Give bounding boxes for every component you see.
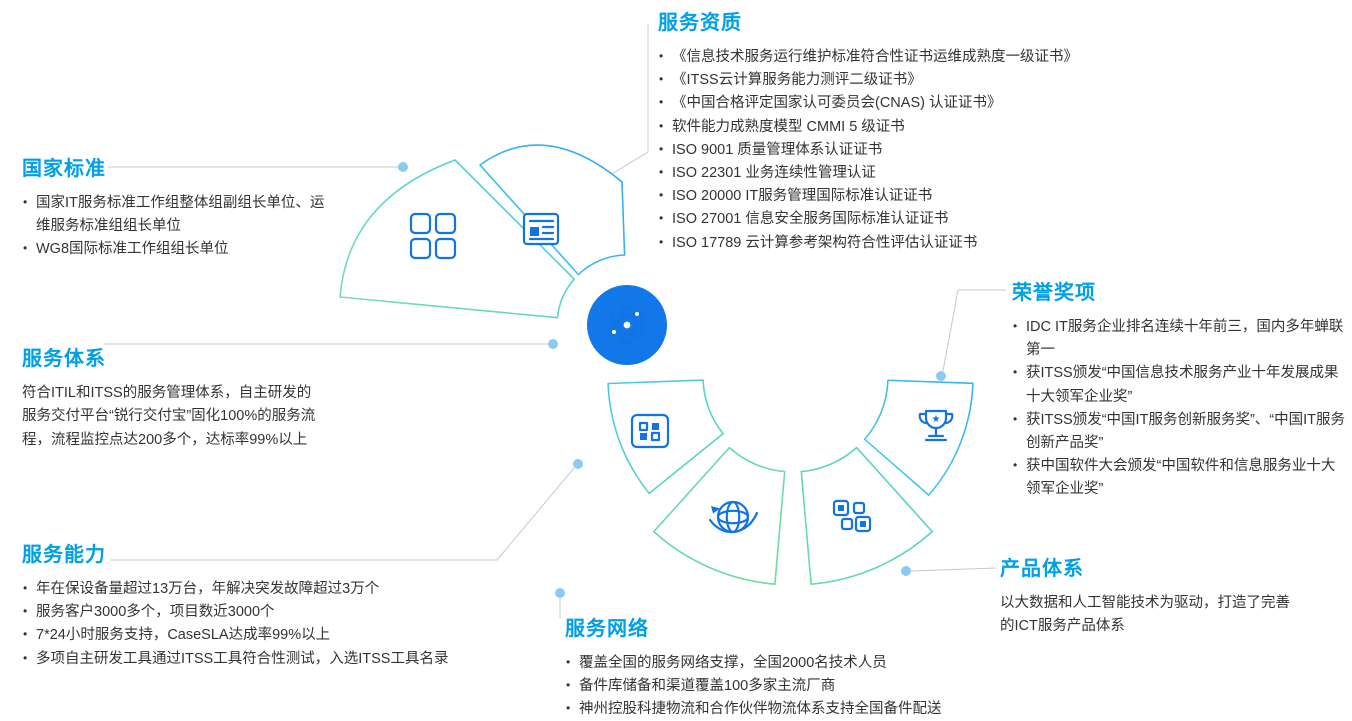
list-item: 国家IT服务标准工作组整体组副组长单位、运维服务标准组组长单位 — [22, 192, 334, 238]
connector-dot — [555, 588, 565, 598]
wedge-honors — [863, 379, 974, 496]
grid-icon — [409, 212, 457, 260]
connector-dot — [936, 371, 946, 381]
section-list: 覆盖全国的服务网络支撑，全国2000名技术人员 备件库储备和渠道覆盖100多家主… — [565, 652, 1010, 721]
section-title: 服务资质 — [658, 12, 742, 34]
cubes-icon — [832, 499, 872, 533]
section-service-network: 服务网络 覆盖全国的服务网络支撑，全国2000名技术人员 备件库储备和渠道覆盖1… — [565, 612, 1010, 721]
section-title: 服务体系 — [22, 348, 106, 370]
connector-dot — [573, 459, 583, 469]
trophy-icon: ★ — [918, 409, 954, 442]
list-item: ISO 27001 信息安全服务国际标准认证证书 — [658, 208, 1223, 231]
list-item: 备件库储备和渠道覆盖100多家主流厂商 — [565, 675, 1010, 698]
connector-line — [910, 567, 997, 572]
connector-line — [591, 24, 649, 187]
connector-dot — [548, 339, 558, 349]
list-item: 《ITSS云计算服务能力测评二级证书》 — [658, 69, 1223, 92]
section-title: 国家标准 — [22, 158, 106, 180]
list-item: 软件能力成熟度模型 CMMI 5 级证书 — [658, 116, 1223, 139]
list-item: ISO 20000 IT服务管理国际标准认证证书 — [658, 185, 1223, 208]
section-product-system: 产品体系 以大数据和人工智能技术为驱动，打造了完善的ICT服务产品体系 — [1000, 552, 1300, 639]
list-item: WG8国际标准工作组组长单位 — [22, 238, 334, 261]
svg-text:★: ★ — [932, 414, 941, 425]
list-item: 多项自主研发工具通过ITSS工具符合性测试，入选ITSS工具名录 — [22, 648, 527, 671]
atom-icon — [609, 305, 645, 345]
section-paragraph: 以大数据和人工智能技术为驱动，打造了完善的ICT服务产品体系 — [1000, 595, 1290, 635]
section-qualifications: 服务资质 《信息技术服务运行维护标准符合性证书运维成熟度一级证书》 《ITSS云… — [658, 6, 1223, 255]
section-list: 年在保设备量超过13万台，年解决突发故障超过3万个 服务客户3000多个，项目数… — [22, 578, 527, 671]
list-item: 服务客户3000多个，项目数近3000个 — [22, 601, 527, 624]
connector-dot — [398, 162, 408, 172]
list-item: 获中国软件大会颁发“中国软件和信息服务业十大领军企业奖” — [1012, 455, 1346, 501]
list-item: IDC IT服务企业排名连续十年前三，国内多年蝉联第一 — [1012, 316, 1346, 362]
section-title: 服务网络 — [565, 618, 649, 640]
list-item: ISO 22301 业务连续性管理认证 — [658, 162, 1223, 185]
list-item: ISO 17789 云计算参考架构符合性评估认证证书 — [658, 232, 1223, 255]
wedge-national-standards — [339, 159, 575, 319]
list-item: 7*24小时服务支持，CaseSLA达成率99%以上 — [22, 624, 527, 647]
list-item: 获ITSS颁发“中国信息技术服务产业十年发展成果十大领军企业奖” — [1012, 362, 1346, 408]
section-list: 《信息技术服务运行维护标准符合性证书运维成熟度一级证书》 《ITSS云计算服务能… — [658, 46, 1223, 255]
connector-line — [942, 289, 1006, 372]
globe-icon — [708, 500, 759, 534]
section-list: 国家IT服务标准工作组整体组副组长单位、运维服务标准组组长单位 WG8国际标准工… — [22, 192, 334, 262]
section-paragraph: 符合ITIL和ITSS的服务管理体系，自主研发的服务交付平台“锐行交付宝”固化1… — [22, 385, 316, 448]
section-title: 荣誉奖项 — [1012, 282, 1096, 304]
section-service-system: 服务体系 符合ITIL和ITSS的服务管理体系，自主研发的服务交付平台“锐行交付… — [22, 342, 324, 452]
section-list: IDC IT服务企业排名连续十年前三，国内多年蝉联第一 获ITSS颁发“中国信息… — [1012, 316, 1346, 502]
list-item: 年在保设备量超过13万台，年解决突发故障超过3万个 — [22, 578, 527, 601]
list-item: 《中国合格评定国家认可委员会(CNAS) 认证证书》 — [658, 92, 1223, 115]
section-title: 产品体系 — [1000, 558, 1084, 580]
document-icon — [522, 212, 560, 246]
section-honors: 荣誉奖项 IDC IT服务企业排名连续十年前三，国内多年蝉联第一 获ITSS颁发… — [1012, 276, 1346, 502]
wedge-qualifications — [479, 144, 626, 276]
section-national-standards: 国家标准 国家IT服务标准工作组整体组副组长单位、运维服务标准组组长单位 WG8… — [22, 152, 334, 262]
list-item: ISO 9001 质量管理体系认证证书 — [658, 139, 1223, 162]
section-title: 服务能力 — [22, 544, 106, 566]
list-item: 覆盖全国的服务网络支撑，全国2000名技术人员 — [565, 652, 1010, 675]
list-item: 《信息技术服务运行维护标准符合性证书运维成熟度一级证书》 — [658, 46, 1223, 69]
section-service-capability: 服务能力 年在保设备量超过13万台，年解决突发故障超过3万个 服务客户3000多… — [22, 538, 527, 671]
modules-icon — [630, 413, 670, 449]
ring-wedges — [339, 144, 974, 585]
connector-line — [110, 467, 575, 561]
list-item: 获ITSS颁发“中国IT服务创新服务奖”、“中国IT服务创新产品奖” — [1012, 409, 1346, 455]
list-item: 神州控股科捷物流和合作伙伴物流体系支持全国备件配送 — [565, 698, 1010, 721]
connector-dot — [901, 566, 911, 576]
